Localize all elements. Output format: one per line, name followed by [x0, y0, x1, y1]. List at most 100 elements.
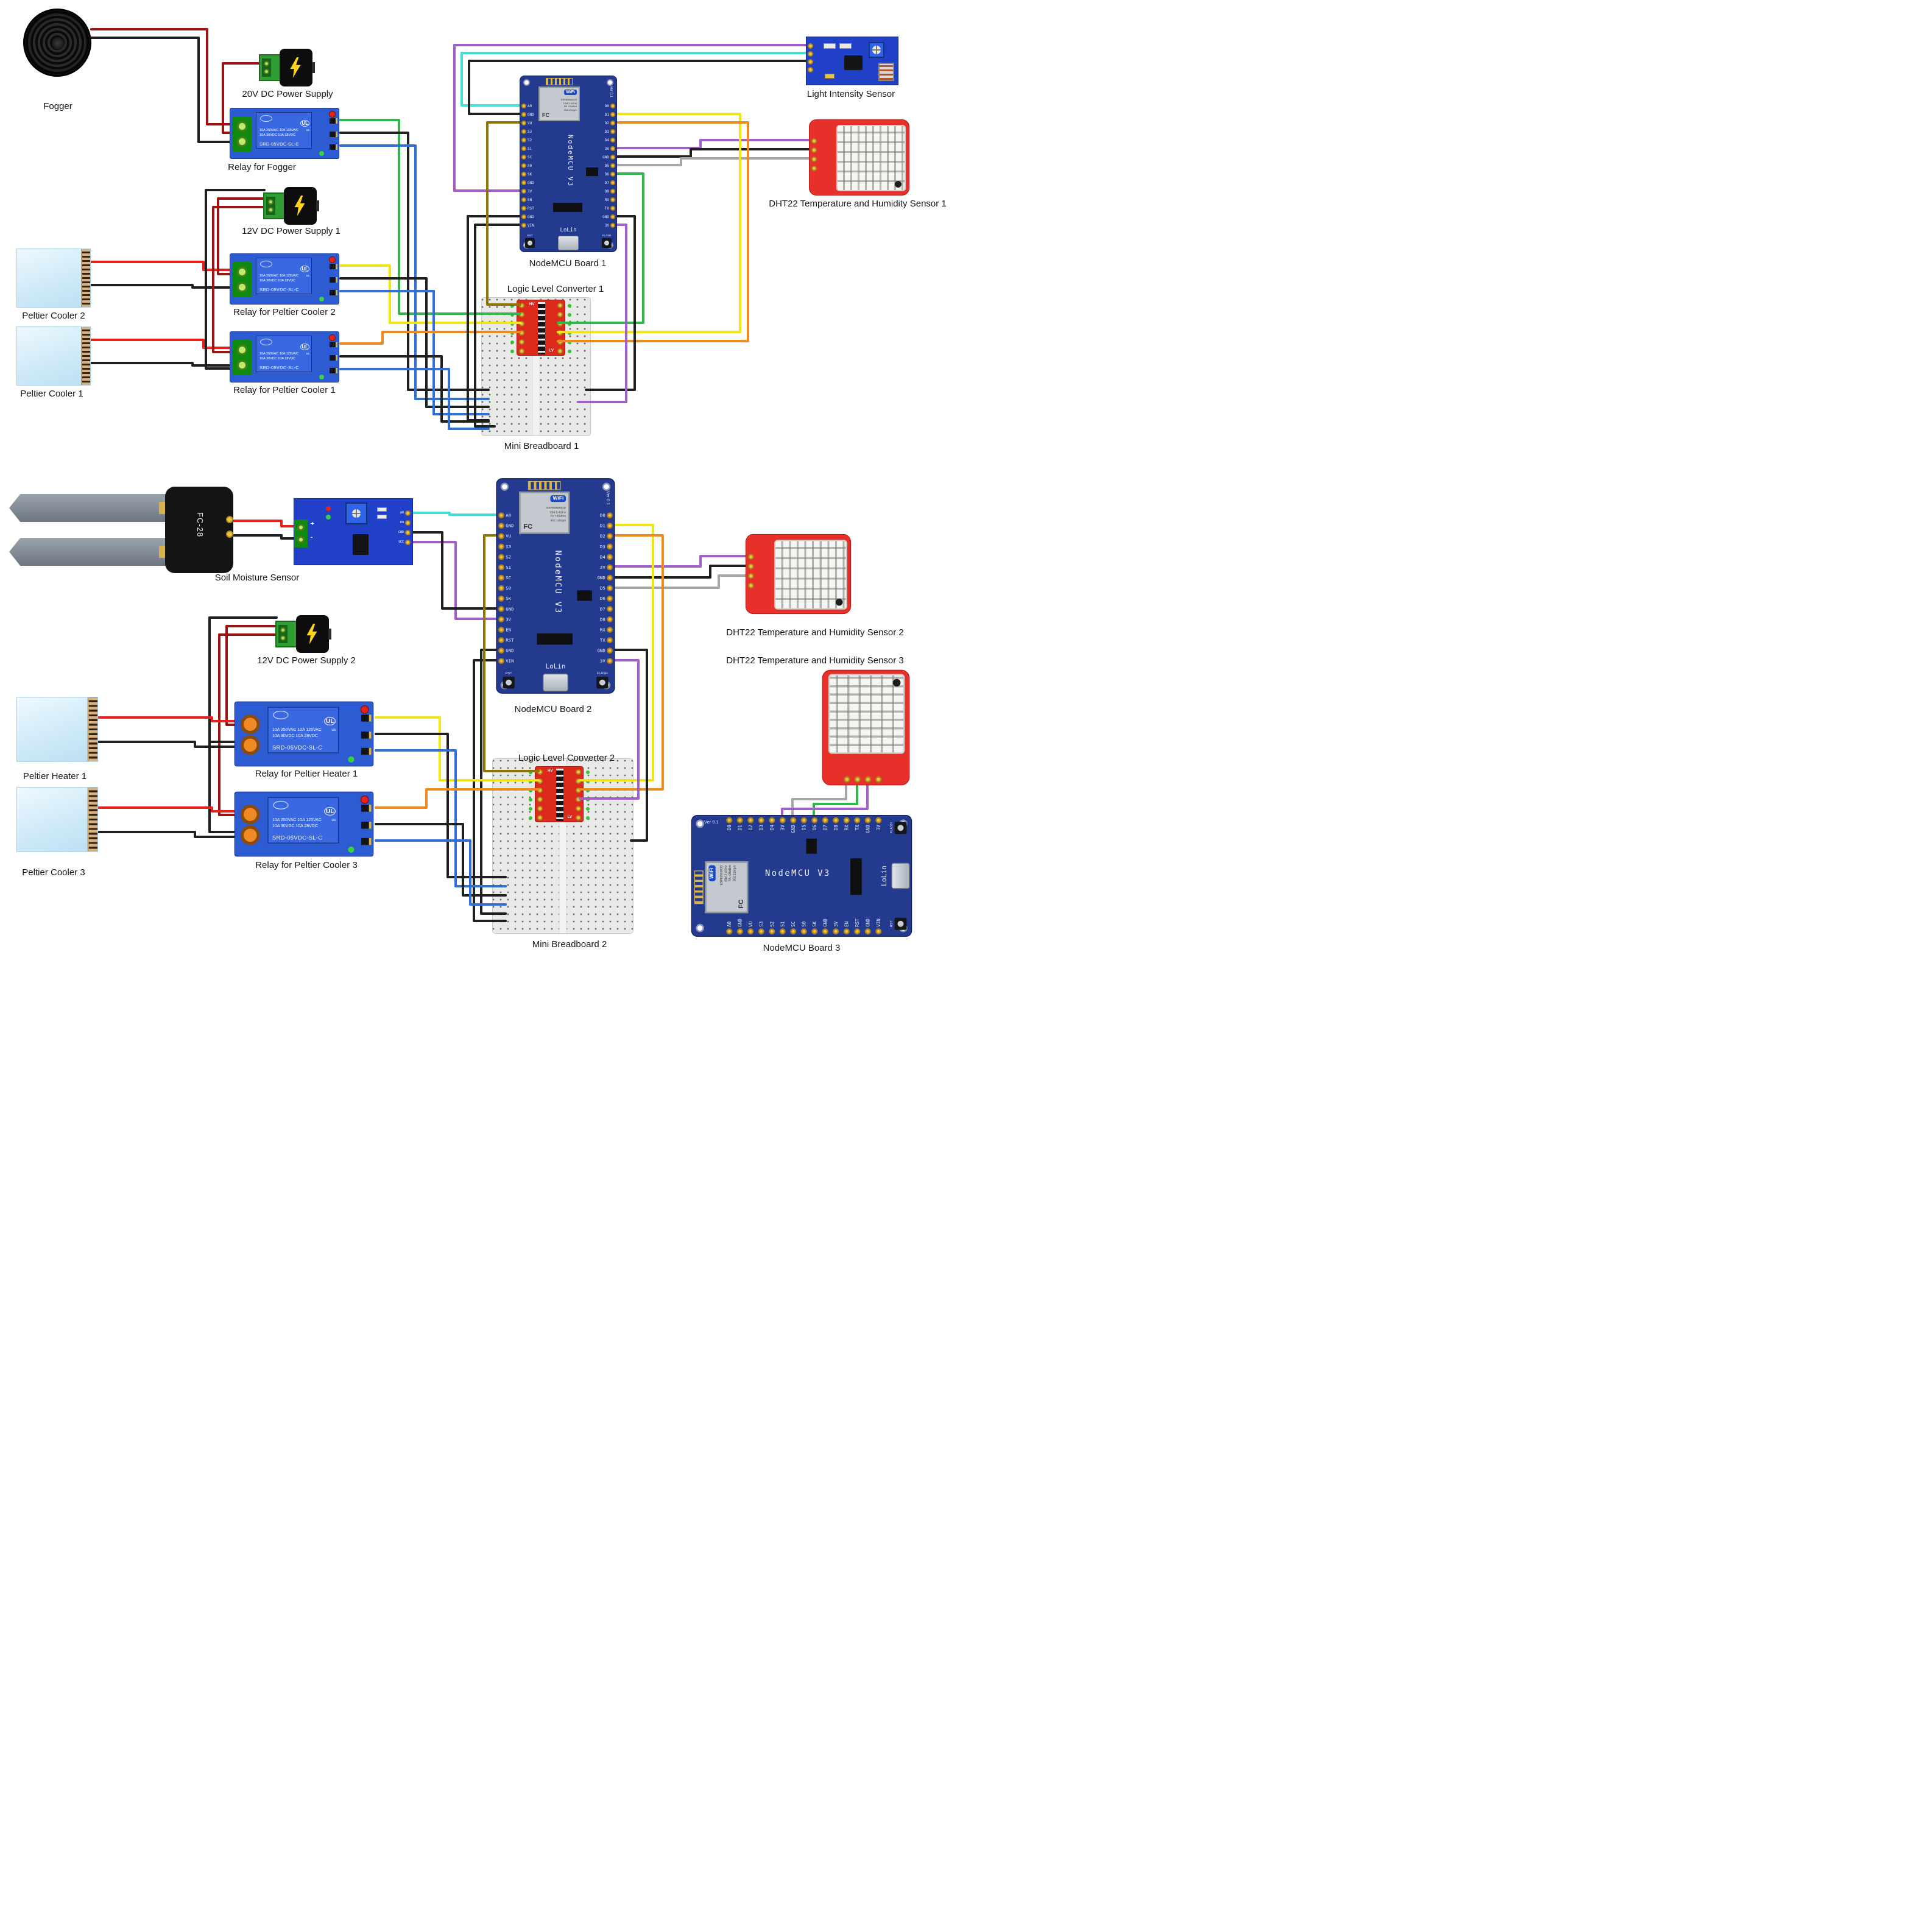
photoresistor-icon: [878, 63, 894, 81]
ul-logo-icon: UL: [300, 266, 309, 272]
pin-3v: 3V: [602, 144, 615, 153]
relay-rating-2: 10A 30VDC 10A 28VDC: [272, 734, 318, 739]
pin-d6: D6: [598, 593, 613, 604]
relay-screw-terminals: [238, 802, 262, 847]
voltage-regulator: [577, 590, 592, 601]
relay-status-led: [348, 846, 355, 853]
ul-logo-icon: UL: [324, 717, 336, 726]
pin-gnd: GND: [521, 213, 534, 221]
relay-rating-2: 10A 30VDC 10A 28VDC: [259, 357, 296, 361]
relay-rating-1: 10A 250VAC 10A 125VAC: [259, 352, 298, 356]
esp-module-text: ESP8266MOD ISM 2.4GHz PA +25dBm 802.11b/…: [546, 506, 566, 522]
pin-d0: D0: [598, 510, 613, 521]
resistor: [377, 515, 387, 519]
label-logic-level-converter-2: Logic Level Converter 2: [518, 753, 615, 763]
wifi-logo: WiFi: [564, 90, 577, 95]
relay-screw-terminals: [233, 262, 252, 297]
pin-gnd: GND: [498, 646, 513, 656]
label-peltier-heater-1: Peltier Heater 1: [23, 771, 87, 781]
relay-coil-mark: [273, 710, 289, 719]
relay-for-peltier-cooler-1: UL us 10A 250VAC 10A 125VAC 10A 30VDC 10…: [230, 331, 339, 383]
probe-pin: [226, 531, 233, 538]
peltier-cooler-2: [16, 249, 91, 308]
label-light-intensity-sensor: Light Intensity Sensor: [806, 89, 895, 99]
peltier-heatsink-fins: [81, 249, 90, 307]
pin-en: EN: [521, 196, 534, 204]
resistor: [839, 43, 852, 49]
psu-barrel-jack: [316, 200, 319, 211]
psu-terminal-block: [262, 58, 271, 77]
pin-rx: RX: [602, 196, 615, 204]
pin-3v: 3V: [521, 187, 534, 196]
relay-power-led: [360, 795, 369, 804]
pin-sc: SC: [521, 153, 534, 161]
label-power-supply-20v: 20V DC Power Supply: [242, 89, 333, 99]
relay-model: SRD-05VDC-SL-C: [259, 365, 299, 370]
relay-pin-header: [361, 714, 372, 755]
pin-sk: SK: [521, 170, 534, 178]
relay-cube: UL us 10A 250VAC 10A 125VAC 10A 30VDC 10…: [256, 112, 312, 149]
dht22-sensor-2: [745, 534, 852, 615]
relay-model: SRD-05VDC-SL-C: [259, 287, 299, 292]
pin-d4: D4: [598, 552, 613, 562]
relay-screw-terminals: [238, 712, 262, 757]
relay-rating-2: 10A 30VDC 10A 28VDC: [272, 824, 318, 829]
pin-a0: A0: [498, 510, 513, 521]
fcc-logo: FC: [542, 112, 549, 118]
pin-gnd: GND: [398, 527, 411, 537]
lightning-icon: [306, 624, 317, 644]
label-logic-level-converter-1: Logic Level Converter 1: [507, 284, 604, 294]
pin-s1: S1: [498, 562, 513, 573]
peltier-heatsink-fins: [81, 327, 90, 385]
trimmer-potentiometer: [345, 502, 367, 524]
pin-gnd: GND: [498, 521, 513, 531]
esp8266-shield: WiFi ESP8266MOD ISM 2.4GHz PA +25dBm 802…: [519, 492, 570, 534]
comparator-chip: [353, 534, 369, 555]
probe-pin: [226, 516, 233, 523]
relay-rating-2: 10A 30VDC 10A 28VDC: [259, 279, 296, 283]
relay-status-led: [319, 297, 324, 301]
label-mini-breadboard-1: Mini Breadboard 1: [504, 441, 579, 451]
dht22-sensor-1: [809, 119, 909, 196]
pin-rx: RX: [598, 624, 613, 635]
relay-model: SRD-05VDC-SL-C: [272, 744, 323, 751]
esp-module-text: ESP8266MOD ISM 2.4GHz PA +25dBm 802.11b/…: [560, 98, 577, 111]
label-mini-breadboard-2: Mini Breadboard 2: [532, 939, 607, 950]
board-title: NodeMCU V3: [553, 550, 563, 615]
relay-rating-2: 10A 30VDC 10A 28VDC: [259, 133, 296, 137]
label-nodemcu-board-1: NodeMCU Board 1: [529, 258, 607, 269]
peltier-cooler-3: [16, 787, 99, 852]
fogger: [23, 9, 91, 77]
pin-rst: RST: [521, 204, 534, 213]
pin-rst: RST: [498, 635, 513, 646]
pin-3v: 3V: [602, 221, 615, 230]
label-relay-for-fogger: Relay for Fogger: [228, 162, 296, 172]
psu-barrel-jack: [328, 629, 331, 640]
relay-rating-1: 10A 250VAC 10A 125VAC: [259, 129, 298, 132]
hv-label: HV: [548, 769, 553, 773]
relay-pin-header: [330, 264, 337, 295]
pin-s3: S3: [498, 541, 513, 552]
power-supply-20v: [259, 49, 315, 86]
relay-cube: UL us 10A 250VAC 10A 125VAC 10A 30VDC 10…: [267, 797, 339, 844]
wifi-antenna-icon: [528, 481, 561, 490]
reset-button: RST: [525, 234, 535, 248]
light-intensity-sensor: [806, 37, 898, 85]
label-fogger: Fogger: [43, 101, 72, 111]
relay-for-fogger: UL us 10A 250VAC 10A 125VAC 10A 30VDC 10…: [230, 108, 339, 159]
label-dht22-sensor-3: DHT22 Temperature and Humidity Sensor 3: [726, 655, 904, 666]
relay-model: SRD-05VDC-SL-C: [272, 834, 323, 841]
board-brand: LoLin: [545, 663, 566, 671]
pin-d6: D6: [602, 170, 615, 178]
pin-gnd: GND: [521, 178, 534, 187]
relay-power-led: [329, 111, 336, 118]
mount-hole: [602, 482, 611, 491]
esp8266-shield: WiFi ESP8266MOD ISM 2.4GHz PA +25dBm 802…: [538, 86, 580, 121]
pin-d2: D2: [598, 531, 613, 541]
pin-d8: D8: [598, 614, 613, 624]
lightning-icon: [294, 196, 305, 216]
relay-power-led: [329, 334, 336, 341]
flash-button: FLASH: [602, 234, 612, 248]
